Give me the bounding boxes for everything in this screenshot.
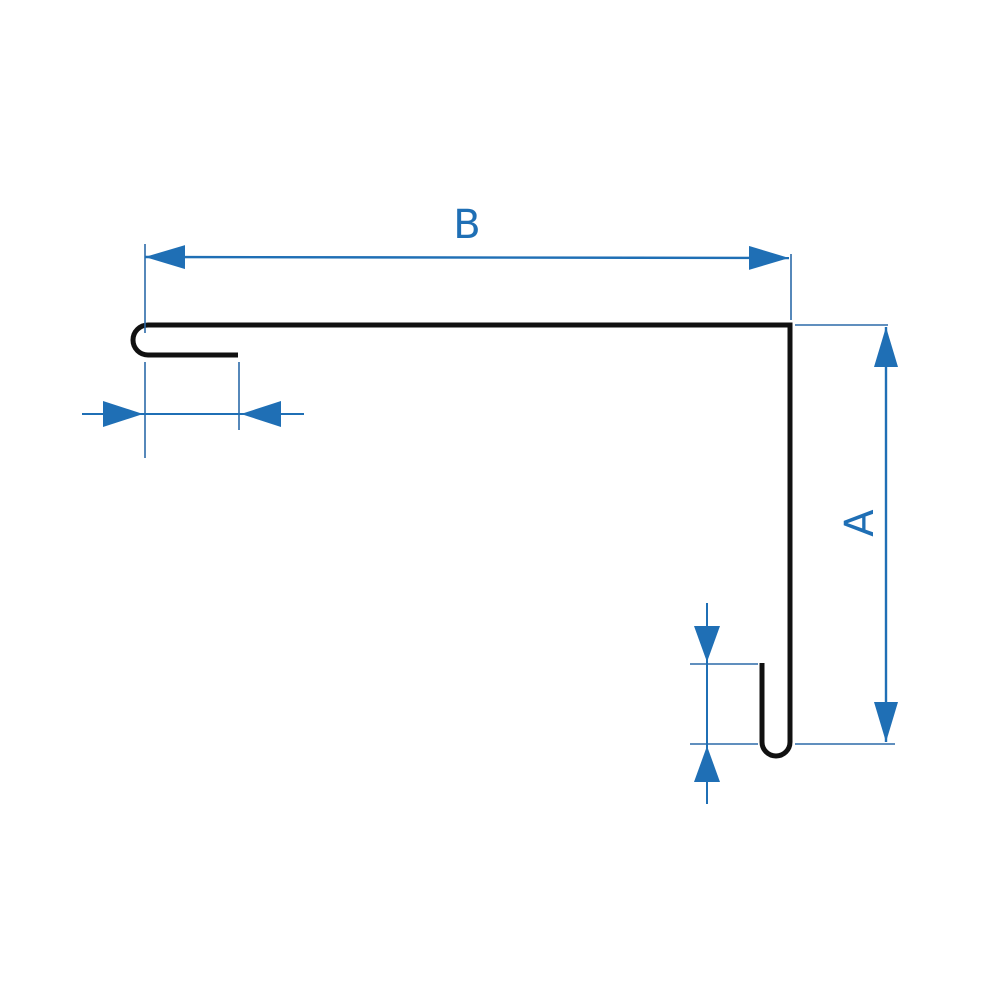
hem-width-dimension bbox=[82, 401, 304, 427]
dimension-a-label: A bbox=[837, 509, 883, 537]
profile-outline bbox=[130, 322, 793, 759]
dimension-b-arrow bbox=[144, 245, 790, 270]
hem-width-arrow-right bbox=[241, 401, 281, 427]
hem-height-dimension bbox=[694, 603, 720, 804]
hem-width-arrow-left bbox=[103, 401, 143, 427]
dimension-b-label: B bbox=[453, 202, 480, 248]
extension-lines bbox=[144, 244, 895, 745]
hem-height-arrow-bottom bbox=[694, 746, 720, 782]
hem-height-arrow-top bbox=[694, 626, 720, 662]
